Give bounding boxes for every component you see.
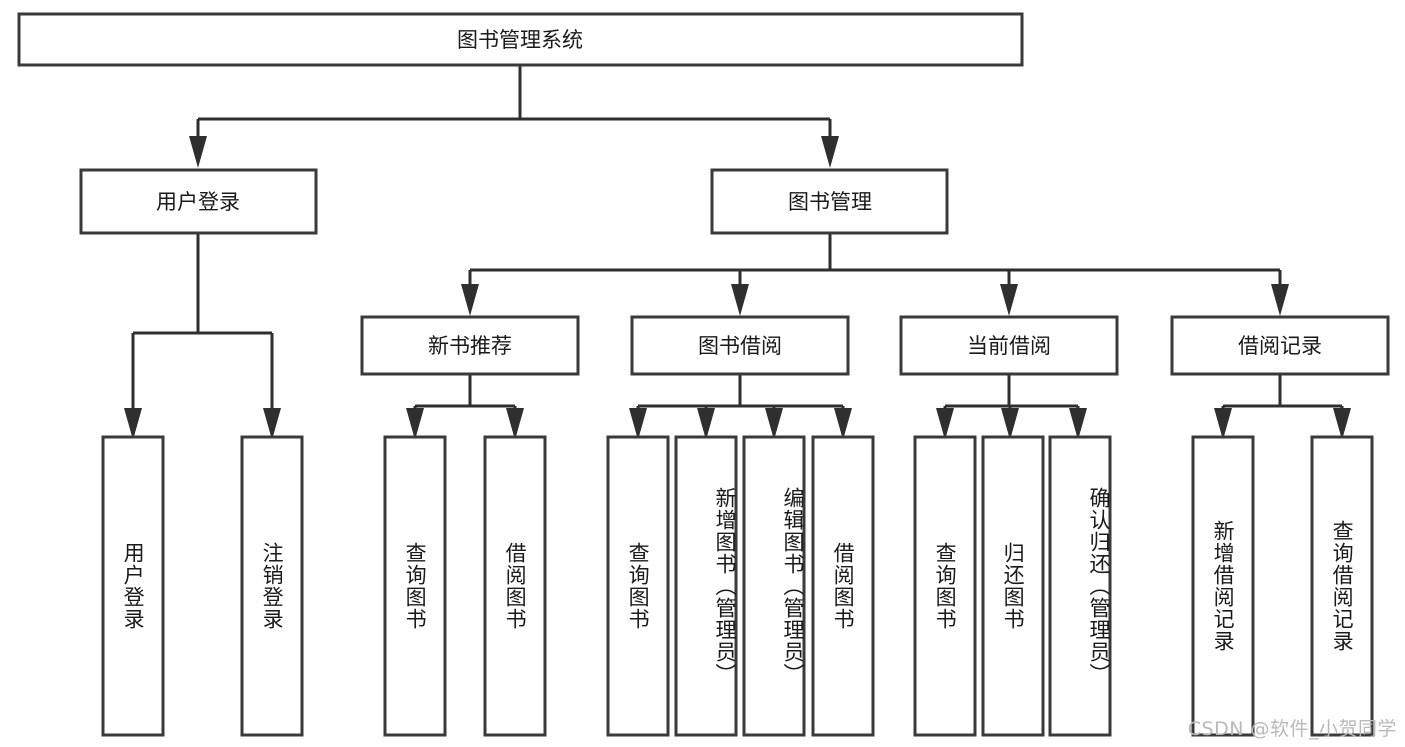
node-leaf-box-11[interactable] — [1191, 435, 1255, 737]
node-leaf-box-5[interactable] — [674, 435, 738, 737]
node-level2-user-login-label: 用户登录 — [156, 190, 240, 214]
connector-group-new-books — [406, 374, 524, 440]
connector-group-root — [189, 66, 839, 168]
node-level2-user-login-box[interactable] — [79, 168, 318, 235]
connector-group-current — [936, 374, 1087, 440]
arrow-records-leaf-1 — [1214, 408, 1232, 440]
node-leaf-box-1[interactable] — [240, 435, 304, 737]
arrow-books-child-2 — [731, 284, 749, 316]
node-level3-book-borrow-box[interactable] — [630, 315, 850, 376]
arrow-borrow-leaf-1 — [629, 408, 647, 440]
node-leaf-box-6[interactable] — [742, 435, 806, 737]
arrow-current-leaf-2 — [1001, 408, 1019, 440]
node-leaf-box-4[interactable] — [606, 435, 670, 737]
arrow-borrow-leaf-2 — [697, 408, 715, 440]
node-level3-borrow-record-label: 借阅记录 — [1238, 334, 1322, 358]
connector-group-borrow — [629, 374, 852, 440]
arrow-books-child-1 — [461, 284, 479, 316]
arrow-current-leaf-1 — [936, 408, 954, 440]
node-root-label: 图书管理系统 — [457, 28, 583, 52]
node-level3-current-borrow-box[interactable] — [899, 315, 1119, 376]
node-leaf-box-9[interactable] — [981, 435, 1045, 737]
node-level2-book-management-box[interactable] — [710, 168, 949, 235]
node-leaf-box-7[interactable] — [811, 435, 875, 737]
arrow-borrow-leaf-3 — [765, 408, 783, 440]
node-leaf-box-8[interactable] — [913, 435, 977, 737]
node-level3-new-book-recommend-box[interactable] — [360, 315, 580, 376]
arrow-user-leaf-2 — [263, 408, 281, 440]
arrow-borrow-leaf-4 — [834, 408, 852, 440]
connector-group-book-mgmt — [461, 233, 1289, 316]
node-root-box[interactable] — [17, 12, 1024, 67]
node-leaf-box-3[interactable] — [483, 435, 547, 737]
arrow-root-to-books — [821, 136, 839, 168]
connector-group-records — [1214, 374, 1351, 440]
node-level3-new-book-recommend-label: 新书推荐 — [428, 334, 512, 358]
arrow-current-leaf-3 — [1069, 408, 1087, 440]
node-leaf-box-10[interactable] — [1048, 435, 1112, 737]
arrow-user-leaf-1 — [124, 408, 142, 440]
arrow-root-to-user — [189, 136, 207, 168]
node-level2-book-management-label: 图书管理 — [788, 190, 872, 214]
node-leaf-box-2[interactable] — [383, 435, 447, 737]
node-level3-borrow-record-box[interactable] — [1170, 315, 1390, 376]
arrow-books-child-4 — [1271, 284, 1289, 316]
watermark-text: CSDN @软件_小贺同学 — [1187, 718, 1397, 740]
node-leaf-box-12[interactable] — [1310, 435, 1374, 737]
arrow-newbook-leaf-2 — [506, 408, 524, 440]
arrow-newbook-leaf-1 — [406, 408, 424, 440]
node-level3-book-borrow-label: 图书借阅 — [698, 334, 782, 358]
node-leaf-box-0[interactable] — [101, 435, 165, 737]
node-level3-current-borrow-label: 当前借阅 — [967, 334, 1051, 358]
arrow-books-child-3 — [1000, 284, 1018, 316]
connector-group-user-login — [124, 233, 281, 440]
arrow-records-leaf-2 — [1333, 408, 1351, 440]
